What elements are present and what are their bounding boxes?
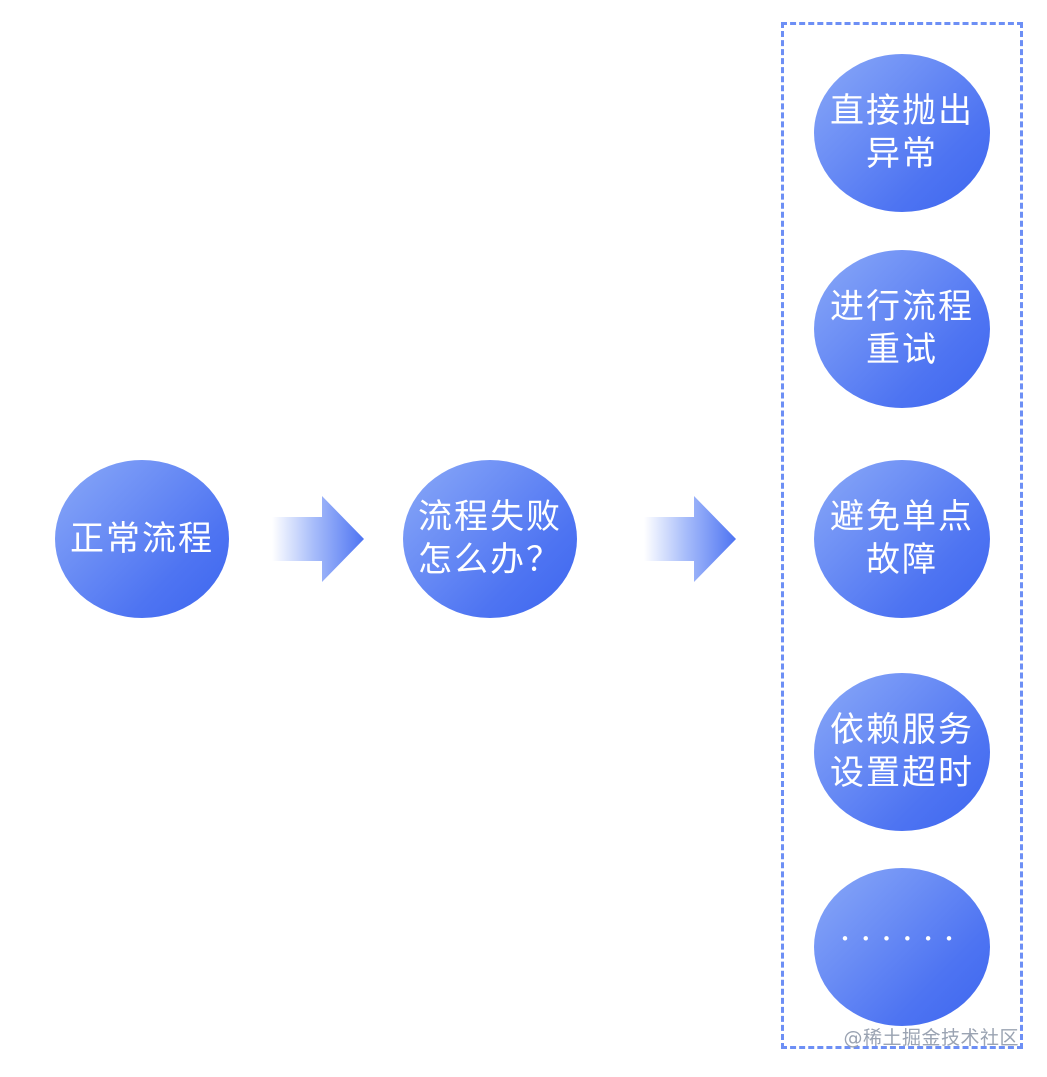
option-label: 进行流程 重试 (830, 287, 974, 370)
flow-failure-question-node: 流程失败 怎么办？ (403, 460, 577, 618)
right-arrow-icon (644, 496, 736, 582)
option-dependency-timeout-node: 依赖服务 设置超时 (814, 673, 990, 831)
option-retry-flow-node: 进行流程 重试 (814, 250, 990, 408)
watermark: @稀土掘金技术社区 (843, 1027, 1019, 1049)
option-throw-exception-node: 直接抛出 异常 (814, 54, 990, 212)
option-more-node: ······ (814, 868, 990, 1026)
option-avoid-single-point-node: 避免单点 故障 (814, 460, 990, 618)
right-arrow-icon (272, 496, 364, 582)
option-label: 直接抛出 异常 (830, 91, 974, 174)
normal-flow-label: 正常流程 (70, 518, 214, 559)
option-label: 依赖服务 设置超时 (830, 710, 974, 793)
normal-flow-node: 正常流程 (55, 460, 229, 618)
solutions-group-box (781, 22, 1023, 1049)
flow-failure-question-label: 流程失败 怎么办？ (418, 497, 562, 580)
option-more-label: ······ (839, 919, 965, 959)
option-label: 避免单点 故障 (830, 497, 974, 580)
